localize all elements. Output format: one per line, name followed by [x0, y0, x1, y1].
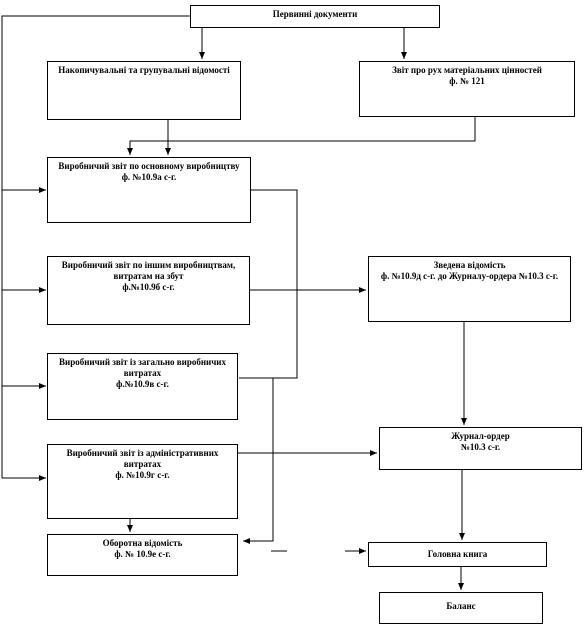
main-production-report-box: Виробничий звіт по основному виробництву… [47, 157, 251, 223]
turnover-statement-title: Оборотна відомість [102, 538, 183, 548]
other-production-report-form: ф.№10.9б с-г. [122, 282, 175, 292]
left-trunk-line [1, 15, 190, 478]
primary-documents-box: Первинні документи [190, 5, 440, 28]
arrow-materials-to-main [127, 117, 476, 155]
journal-order-form: №10.3 с-г. [460, 442, 501, 452]
main-production-report-title: Виробничий звіт по основному виробництву [58, 161, 240, 171]
primary-documents-label: Первинні документи [272, 9, 358, 19]
general-ledger-box: Головна книга [368, 542, 547, 567]
admin-report-title: Виробничий звіт із адміністративних витр… [66, 448, 219, 469]
journal-order-box: Журнал-ордер №10.3 с-г. [379, 427, 582, 470]
summary-statement-title: Зведена відомість [433, 260, 506, 270]
materials-report-form: ф. № 121 [449, 76, 485, 86]
other-production-report-box: Виробничий звіт по іншим виробництвам, в… [47, 256, 250, 325]
main-production-report-form: ф. №10.9а с-г. [121, 172, 177, 182]
general-production-report-box: Виробничий звіт із загально виробничих в… [47, 353, 238, 420]
balance-sheet-label: Баланс [446, 601, 476, 611]
summary-statement-form: ф. №10.9д с-г. до Журналу-ордера №10.3 с… [380, 271, 559, 281]
materials-report-title: Звіт про рух матеріальних цінностей [392, 65, 542, 75]
journal-order-title: Журнал-ордер [451, 431, 510, 441]
materials-report-box: Звіт про рух матеріальних цінностей ф. №… [359, 61, 575, 117]
general-ledger-label: Головна книга [427, 549, 488, 559]
general-production-report-form: ф.№10.9в с-г. [116, 379, 169, 389]
arrow-to-turnover [243, 378, 274, 544]
accumulative-statements-box: Накопичувальні та групувальні відомості [47, 61, 241, 120]
admin-report-form: ф. №10.9г с-г. [115, 470, 170, 480]
accumulative-statements-label: Накопичувальні та групувальні відомості [58, 65, 230, 75]
general-production-report-title: Виробничий звіт із загально виробничих в… [59, 357, 226, 378]
turnover-statement-form: ф. № 10.9е с-г. [114, 549, 171, 559]
summary-statement-box: Зведена відомість ф. №10.9д с-г. до Журн… [368, 256, 571, 322]
turnover-statement-box: Оборотна відомість ф. № 10.9е с-г. [47, 534, 238, 576]
admin-report-box: Виробничий звіт із адміністративних витр… [47, 444, 238, 519]
balance-sheet-box: Баланс [379, 592, 543, 624]
other-production-report-title: Виробничий звіт по іншим виробництвам, в… [61, 260, 236, 281]
